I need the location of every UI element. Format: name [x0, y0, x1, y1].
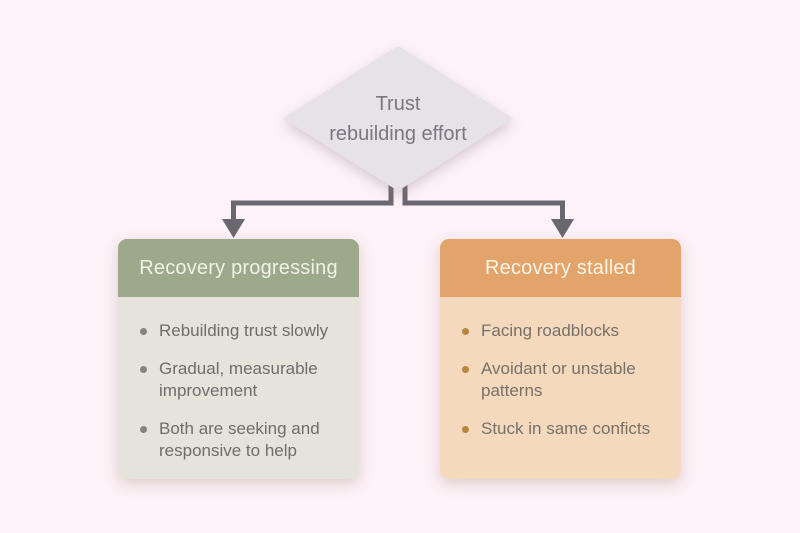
bullet-dot-icon — [462, 328, 469, 335]
list-item-text: Rebuilding trust slowly — [159, 321, 329, 340]
branch-header-recovery-progressing: Recovery progressing — [118, 239, 359, 297]
connector-left-elbow — [231, 172, 394, 221]
list-item: Facing roadblocks — [462, 320, 665, 342]
decision-node-label: Trust rebuilding effort — [283, 46, 513, 191]
list-item: Avoidant or unstable patterns — [462, 358, 665, 402]
list-item-text: Both are seeking and responsive to help — [159, 419, 320, 460]
branch-card-recovery-progressing: Recovery progressing Rebuilding trust sl… — [118, 239, 359, 479]
bullet-list: Facing roadblocks Avoidant or unstable p… — [462, 320, 665, 440]
list-item-text: Gradual, measurable improvement — [159, 359, 318, 400]
bullet-dot-icon — [140, 328, 147, 335]
decision-label-line-1: Trust — [375, 92, 421, 115]
branch-body-recovery-progressing: Rebuilding trust slowly Gradual, measura… — [118, 297, 359, 479]
branch-body-recovery-stalled: Facing roadblocks Avoidant or unstable p… — [440, 297, 681, 479]
list-item: Gradual, measurable improvement — [140, 358, 343, 402]
branch-card-recovery-stalled: Recovery stalled Facing roadblocks Avoid… — [440, 239, 681, 479]
bullet-dot-icon — [140, 366, 147, 373]
decision-label-line-2: rebuilding effort — [329, 122, 467, 145]
bullet-list: Rebuilding trust slowly Gradual, measura… — [140, 320, 343, 462]
branch-header-recovery-stalled: Recovery stalled — [440, 239, 681, 297]
list-item: Both are seeking and responsive to help — [140, 418, 343, 462]
bullet-dot-icon — [462, 426, 469, 433]
list-item-text: Stuck in same conficts — [481, 419, 651, 438]
list-item-text: Facing roadblocks — [481, 321, 619, 340]
bullet-dot-icon — [140, 426, 147, 433]
decision-node-trust-rebuilding-effort: Trust rebuilding effort — [283, 46, 513, 191]
list-item-text: Avoidant or unstable patterns — [481, 359, 636, 400]
arrowhead-right-icon — [551, 219, 574, 238]
list-item: Rebuilding trust slowly — [140, 320, 343, 342]
bullet-dot-icon — [462, 366, 469, 373]
connector-right-elbow — [402, 172, 565, 221]
arrowhead-left-icon — [222, 219, 245, 238]
list-item: Stuck in same conficts — [462, 418, 665, 440]
